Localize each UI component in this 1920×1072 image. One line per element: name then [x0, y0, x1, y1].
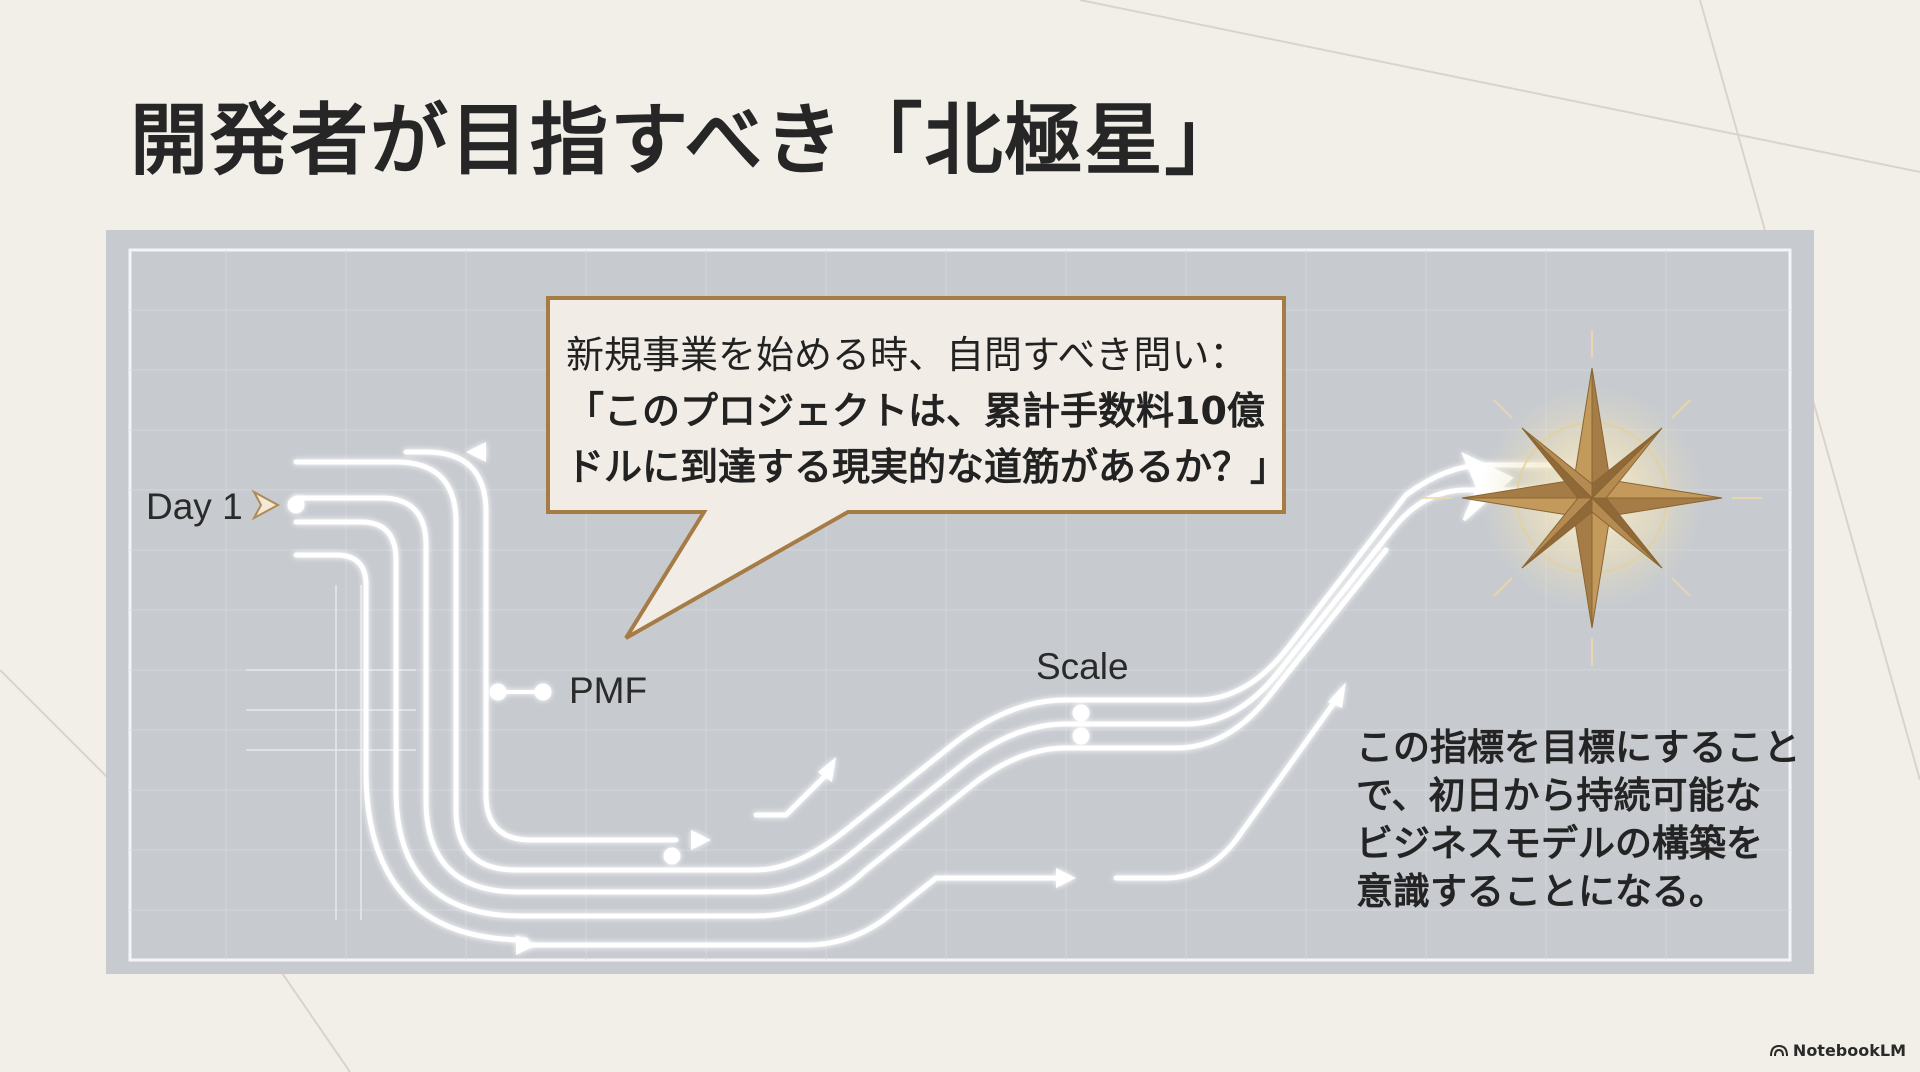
- brand-label: NotebookLM: [1792, 1041, 1906, 1060]
- path-2: [293, 487, 1569, 895]
- note-line1: この指標を目標にすること: [1356, 726, 1801, 769]
- label-day1: Day 1: [146, 486, 243, 527]
- node-mid: [663, 847, 681, 865]
- node-scale-a: [1072, 704, 1090, 722]
- panel-frame: [128, 248, 1792, 962]
- arrow-6: [818, 757, 836, 782]
- callout-text: 新規事業を始める時、自問すべき問い： 「このプロジェクトは、累計手数料10億 ド…: [566, 327, 1289, 495]
- label-scale: Scale: [1036, 646, 1129, 687]
- path-1: [293, 459, 1569, 873]
- path-6: [523, 875, 1059, 948]
- goal-note: この指標を目標にすること で、初日から持続可能な ビジネスモデルの構築を 意識す…: [1356, 724, 1801, 916]
- path-4: [293, 552, 529, 943]
- milestone-nodes: [287, 496, 1090, 865]
- arrow-2: [691, 830, 711, 850]
- notebooklm-logo-icon: [1769, 1044, 1788, 1056]
- label-pmf: PMF: [569, 670, 648, 711]
- path-7: [1113, 697, 1339, 881]
- arrow-3: [516, 935, 536, 955]
- arrow-1: [466, 442, 486, 462]
- page-title: 開発者が目指すべき「北極星」: [130, 96, 1245, 186]
- callout-bubble: [546, 296, 1286, 640]
- path-8: [753, 772, 829, 818]
- note-line4: 意識することになる。: [1356, 870, 1726, 913]
- arrow-5: [1328, 682, 1346, 708]
- compass-star-icon: [1422, 330, 1762, 666]
- path-5: [403, 449, 679, 843]
- callout-question-line2: ドルに到達する現実的な道筋があるか？」: [566, 445, 1289, 489]
- day1-pointer: [251, 489, 281, 521]
- callout-intro: 新規事業を始める時、自問すべき問い：: [566, 333, 1248, 377]
- path-3: [293, 519, 1389, 919]
- roadmap-diagram: [128, 248, 1792, 962]
- bracket-lines: [246, 585, 416, 920]
- growth-paths: [293, 449, 1569, 948]
- note-line3: ビジネスモデルの構築を: [1356, 822, 1763, 865]
- brand-badge: NotebookLM: [1769, 1041, 1906, 1060]
- roadmap-panel: 新規事業を始める時、自問すべき問い： 「このプロジェクトは、累計手数料10億 ド…: [106, 230, 1814, 974]
- path-arrows: [466, 442, 1346, 955]
- callout-question-line1: 「このプロジェクトは、累計手数料10億: [566, 389, 1265, 433]
- note-line2: で、初日から持続可能な: [1356, 774, 1762, 817]
- node-day1: [287, 496, 305, 514]
- node-scale-b: [1072, 727, 1090, 745]
- arrow-4: [1056, 868, 1076, 888]
